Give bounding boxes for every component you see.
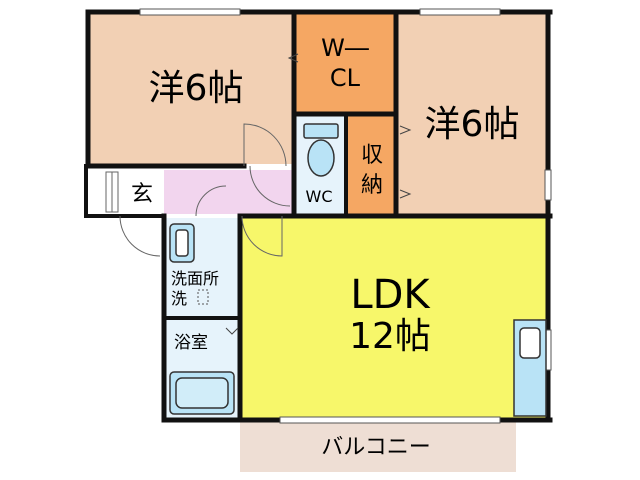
ldk-label-line1: LDK bbox=[350, 272, 431, 318]
sink-fixture bbox=[169, 223, 195, 263]
entrance-label: 玄 bbox=[131, 182, 153, 207]
western-right-label: 洋6帖 bbox=[425, 104, 520, 145]
door-swings bbox=[119, 123, 291, 257]
toilet-fixture bbox=[303, 123, 339, 177]
walk-in-closet-label-line1: W― bbox=[321, 34, 369, 62]
room-entrance bbox=[90, 170, 162, 214]
bathroom-label: 浴室 bbox=[174, 333, 208, 353]
toilet-label: WC bbox=[306, 187, 333, 206]
balcony-label: バルコニー bbox=[321, 435, 431, 460]
storage-label-line2: 納 bbox=[361, 173, 383, 198]
arrow-marks bbox=[225, 53, 412, 335]
room-ldk bbox=[242, 218, 546, 418]
washroom-label-line1: 洗面所 bbox=[171, 269, 219, 288]
windows bbox=[139, 8, 552, 424]
room-balcony bbox=[240, 422, 516, 472]
bathtub-fixture bbox=[169, 371, 235, 415]
room-hall bbox=[164, 170, 294, 214]
room-western-left bbox=[90, 14, 292, 164]
storage-label-line1: 収 bbox=[361, 143, 383, 168]
walk-in-closet-label-line2: CL bbox=[330, 64, 361, 92]
washroom-label-line2: 洗 bbox=[171, 289, 187, 308]
room-western-right bbox=[396, 14, 546, 214]
washing-machine-space bbox=[197, 289, 209, 305]
room-walk-in-closet bbox=[296, 14, 394, 112]
kitchen-counter bbox=[513, 319, 547, 417]
shoe-cabinet bbox=[105, 171, 119, 213]
room-storage bbox=[348, 116, 394, 214]
ldk-label-line2: 12帖 bbox=[349, 316, 431, 357]
western-left-label: 洋6帖 bbox=[149, 68, 244, 109]
